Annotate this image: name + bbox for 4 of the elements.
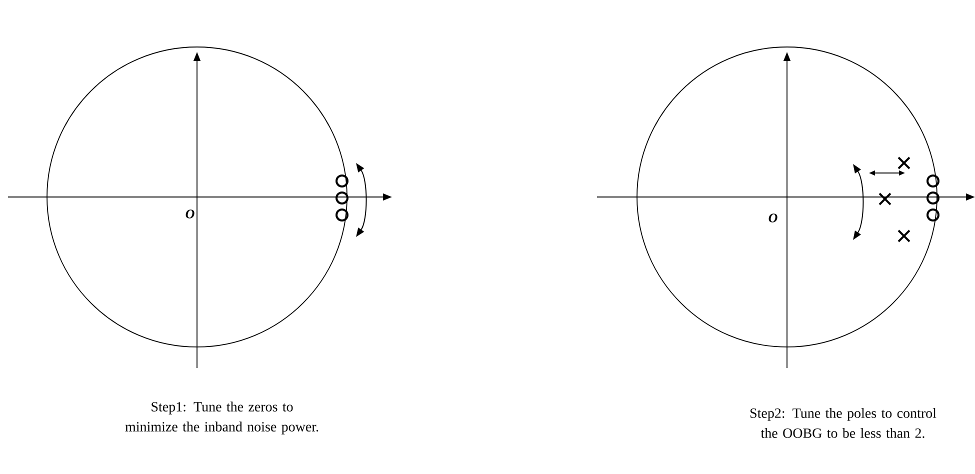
caption: Step2: Tune the poles to control the OOBG to be less than 2.: [750, 408, 936, 438]
origin-label: O: [768, 214, 778, 222]
origin-label: O: [186, 210, 194, 218]
caption: Step1: Tune the zeros to minimize the inband noise power.: [125, 402, 318, 434]
